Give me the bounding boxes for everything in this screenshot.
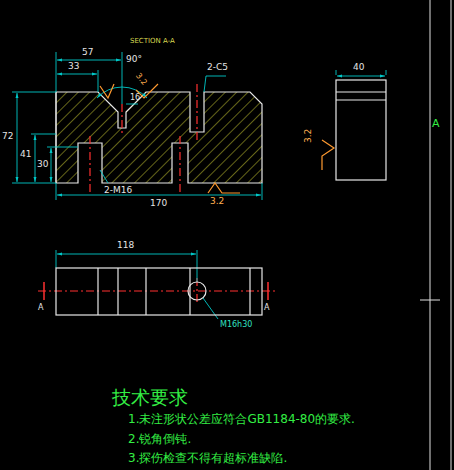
dimension-lines	[100, 170, 108, 183]
roughness-value: 3.2	[304, 129, 313, 143]
dimension-text: 118	[117, 241, 134, 250]
note-line: 3.探伤检查不得有超标准缺陷.	[128, 452, 287, 464]
dimension-lines	[204, 76, 206, 92]
sheet-border	[430, 0, 431, 470]
dimension-lines	[122, 52, 123, 104]
dimension-lines	[57, 74, 97, 75]
dimension-text: 33	[68, 62, 79, 71]
dimension-lines	[203, 298, 218, 319]
sheet-border	[420, 300, 440, 301]
top-view	[188, 282, 206, 300]
side-view	[336, 80, 386, 180]
section-arrows	[44, 282, 268, 300]
roughness-symbols	[208, 183, 240, 193]
roughness-value: 3.2	[210, 197, 224, 206]
dimension-text: 30	[37, 160, 48, 169]
dimension-lines	[56, 52, 57, 92]
side-view	[336, 91, 386, 92]
roughness-value: 3.2	[134, 72, 148, 87]
dimension-lines	[12, 183, 56, 184]
zone-letter: A	[432, 118, 440, 129]
dimension-text: 170	[150, 199, 167, 208]
sheet-border	[420, 0, 451, 470]
dimension-lines	[197, 250, 198, 282]
side-view	[336, 99, 386, 100]
top-view	[145, 268, 146, 315]
roughness-symbols	[100, 84, 114, 98]
section-body	[56, 92, 57, 183]
dimension-lines	[386, 70, 387, 75]
angle-text: 90°	[126, 55, 142, 64]
dimension-lines	[56, 250, 57, 268]
dimension-lines	[35, 135, 36, 182]
section-arrows	[43, 282, 45, 300]
roughness-symbols	[100, 84, 334, 193]
dimension-lines	[47, 147, 78, 148]
dimension-lines	[57, 254, 196, 255]
top-view	[56, 268, 262, 315]
dimension-text: 72	[2, 132, 13, 141]
roughness-symbols	[322, 140, 334, 170]
notes-heading: 技术要求	[112, 388, 188, 407]
thread-note: M16h30	[220, 321, 252, 329]
dimension-lines	[206, 76, 226, 77]
dimension-lines	[262, 183, 263, 200]
chamfer-note: 2-C5	[207, 63, 228, 72]
section-letter: A	[264, 304, 269, 312]
section-arrows	[267, 282, 269, 300]
dimension-text: 57	[82, 48, 93, 57]
dimension-text: 16	[130, 94, 140, 102]
dimension-lines	[57, 60, 121, 61]
dimension-text: 41	[20, 150, 31, 159]
note-line: 1.未注形状公差应符合GB1184-80的要求.	[128, 413, 355, 425]
sheet-border	[451, 0, 452, 470]
section-letter: A	[38, 304, 43, 312]
view-title: SECTION A-A	[130, 38, 175, 45]
top-view	[56, 268, 262, 315]
center-lines	[89, 136, 90, 195]
dimension-text: 40	[353, 63, 364, 72]
dimension-lines	[98, 70, 99, 92]
note-line: 2.锐角倒钝.	[128, 433, 191, 445]
dimension-lines	[56, 183, 57, 200]
center-lines	[38, 290, 276, 291]
dimension-lines	[336, 70, 337, 75]
dimension-lines	[57, 195, 261, 196]
center-lines	[179, 136, 180, 195]
top-view	[97, 268, 98, 315]
center-lines	[121, 104, 122, 134]
dimension-lines	[17, 93, 18, 182]
section-body	[56, 92, 262, 183]
dimension-lines	[12, 52, 386, 319]
section-body	[56, 92, 262, 183]
dimension-lines	[337, 76, 385, 77]
dimension-lines	[12, 92, 56, 93]
dimension-lines	[126, 104, 138, 105]
top-view	[189, 268, 190, 315]
top-view	[117, 268, 118, 315]
dimension-lines	[31, 134, 56, 135]
center-lines	[196, 84, 197, 140]
dimension-lines	[51, 148, 52, 182]
center-lines	[38, 84, 276, 304]
top-view	[249, 268, 250, 315]
side-view	[336, 80, 386, 180]
thread-note: 2-M16	[104, 186, 132, 195]
